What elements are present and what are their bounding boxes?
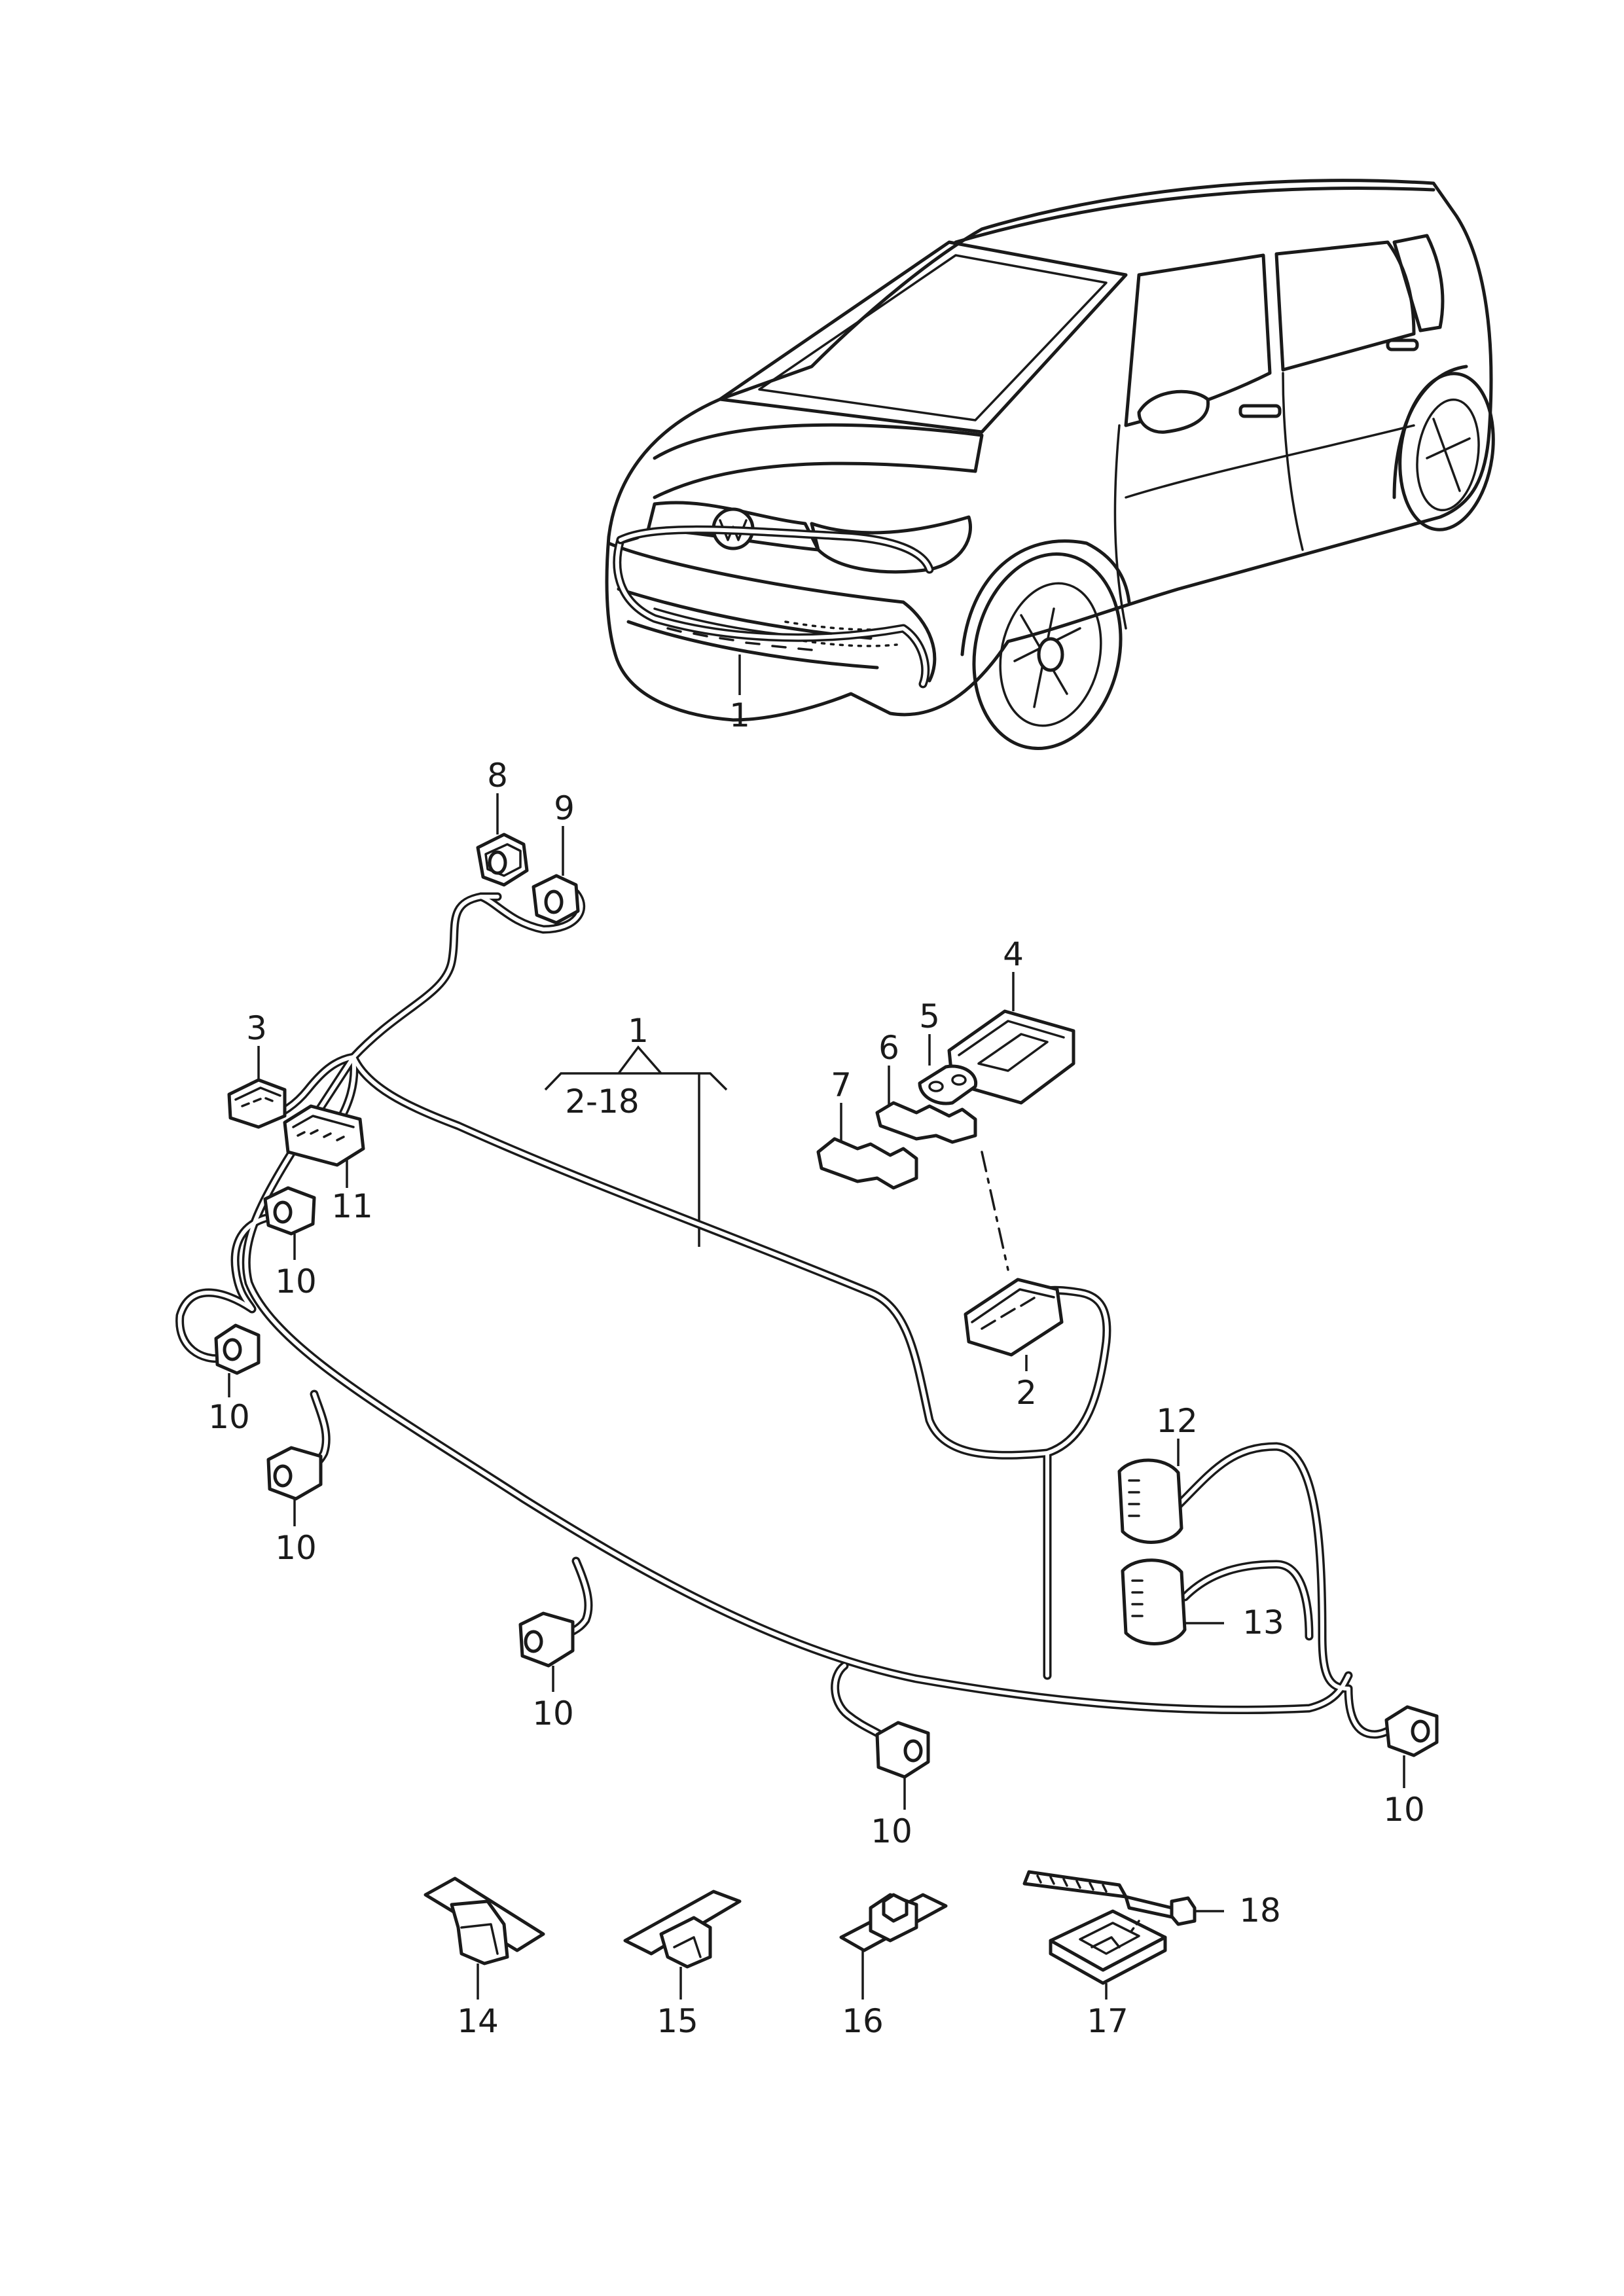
connector-11 <box>283 1104 365 1188</box>
wiring-harness <box>175 883 1399 1746</box>
callout-1-group: 1 <box>628 1012 649 1050</box>
callout-2: 2 <box>1016 1374 1037 1412</box>
connector-housing-4 <box>947 972 1075 1105</box>
callout-17: 17 <box>1087 2002 1128 2040</box>
callout-10-e: 10 <box>871 1812 912 1850</box>
connector-10-a <box>263 1186 316 1260</box>
clip-16 <box>839 1893 948 2000</box>
connector-12 <box>1117 1439 1183 1544</box>
seal-5 <box>918 1034 978 1105</box>
connector-2 <box>964 1151 1064 1371</box>
callout-14: 14 <box>457 2002 499 2040</box>
clip-14 <box>424 1876 545 2000</box>
callout-6: 6 <box>878 1029 899 1067</box>
connector-3 <box>227 1046 287 1129</box>
connector-10-d <box>518 1611 575 1692</box>
connector-10-b <box>214 1323 261 1397</box>
locking-piece-7 <box>816 1103 918 1190</box>
callout-9: 9 <box>554 789 575 827</box>
callout-18: 18 <box>1239 1892 1281 1929</box>
connector-8 <box>476 793 529 887</box>
callout-1-vehicle: 1 <box>729 696 750 734</box>
callout-16: 16 <box>842 2002 884 2040</box>
callout-15: 15 <box>657 2002 698 2040</box>
callout-13: 13 <box>1242 1604 1284 1641</box>
callout-12: 12 <box>1156 1402 1198 1440</box>
connector-10-e <box>875 1721 930 1810</box>
connector-10-f <box>1384 1705 1439 1788</box>
locking-piece-6 <box>875 1066 977 1144</box>
callout-3: 3 <box>246 1009 267 1047</box>
callout-7: 7 <box>831 1066 852 1104</box>
mounting-base-17 <box>1049 1909 1167 2000</box>
callout-10-d: 10 <box>532 1695 574 1732</box>
vehicle-illustration <box>605 179 1495 750</box>
callout-10-c: 10 <box>275 1529 317 1567</box>
callout-2-18-range: 2-18 <box>565 1083 639 1121</box>
connector-10-c <box>266 1446 323 1526</box>
group-bracket <box>544 1045 728 1247</box>
cable-tie-18 <box>1022 1870 1224 1935</box>
callout-10-b: 10 <box>208 1398 250 1436</box>
callout-8: 8 <box>487 757 508 795</box>
connector-9 <box>532 826 580 925</box>
callout-10-f: 10 <box>1383 1791 1425 1829</box>
callout-5: 5 <box>919 997 940 1035</box>
callout-4: 4 <box>1003 935 1024 973</box>
callout-10-a: 10 <box>275 1263 317 1300</box>
callout-11: 11 <box>331 1187 373 1225</box>
connector-13 <box>1121 1558 1224 1645</box>
clip-15 <box>623 1890 742 2000</box>
